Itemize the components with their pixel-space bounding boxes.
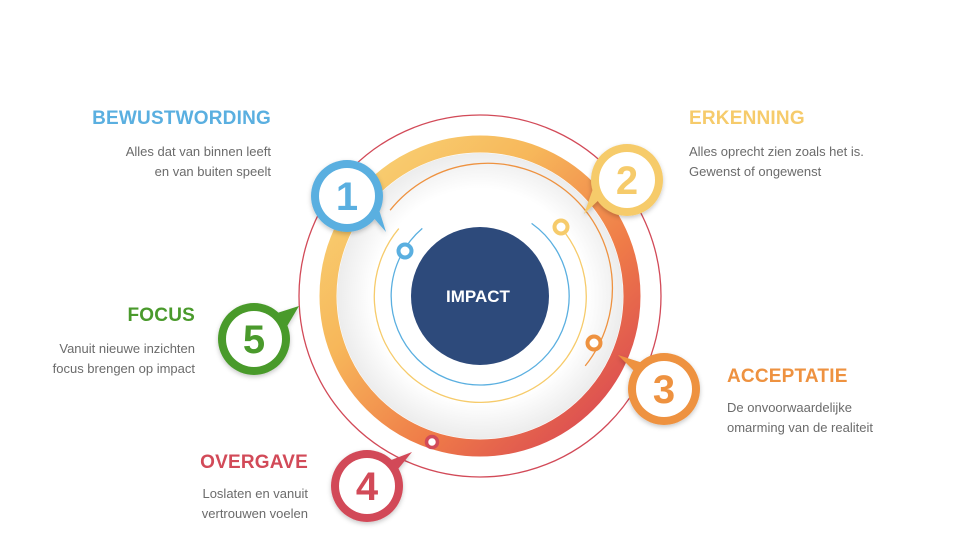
- step-4-description-line-1: Loslaten en vanuit: [202, 486, 308, 501]
- step-3-description-line-1: De onvoorwaardelijke: [727, 400, 853, 415]
- marker-dot-blue: [396, 242, 414, 260]
- step-1-description: Alles dat van binnen leeft en van buiten…: [126, 142, 271, 182]
- step-5-badge-pointer: [274, 306, 299, 328]
- step-2-badge: [584, 144, 663, 216]
- step-2-number: 2: [616, 159, 638, 203]
- step-1-badge: [311, 160, 386, 232]
- step-5-description-line-1: Vanuit nieuwe inzichten: [59, 341, 195, 356]
- center-label: IMPACT: [446, 287, 511, 306]
- step-3-badge: [618, 353, 700, 425]
- inner-arc-blue: [390, 222, 570, 386]
- step-3-description: De onvoorwaardelijke omarming van de rea…: [727, 398, 873, 438]
- step-5-description: Vanuit nieuwe inzichten focus brengen op…: [53, 339, 195, 379]
- step-5-badge: [218, 303, 299, 375]
- center-circle: [411, 227, 549, 365]
- step-2-description-line-1: Alles oprecht zien zoals het is.: [689, 144, 864, 159]
- inner-arc-orange: [389, 162, 614, 367]
- step-4-number: 4: [356, 465, 379, 509]
- step-4-description-line-2: vertrouwen voelen: [201, 506, 308, 521]
- step-5-number: 5: [243, 318, 265, 362]
- step-2-title: ERKENNING: [689, 108, 805, 129]
- step-5-title: FOCUS: [127, 305, 195, 326]
- outer-thin-ring: [298, 114, 662, 478]
- marker-dot-orange: [585, 334, 603, 352]
- step-2-description-line-2: Gewenst of ongewenst: [689, 164, 822, 179]
- step-1-description-line-1: Alles dat van binnen leeft: [125, 144, 271, 159]
- marker-dot-yellow: [552, 218, 570, 236]
- step-3-number: 3: [653, 368, 675, 412]
- step-1-description-line-2: en van buiten speelt: [154, 164, 271, 179]
- inner-arc-yellow: [373, 226, 587, 404]
- step-3-description-line-2: omarming van de realiteit: [727, 420, 873, 435]
- step-5-description-line-2: focus brengen op impact: [52, 361, 195, 376]
- step-1-title: BEWUSTWORDING: [92, 108, 271, 129]
- step-3-title: ACCEPTATIE: [727, 366, 848, 387]
- gradient-ring: [319, 135, 641, 457]
- step-2-description: Alles oprecht zien zoals het is. Gewenst…: [689, 142, 864, 182]
- step-4-badge: [331, 450, 412, 522]
- step-4-description: Loslaten en vanuit vertrouwen voelen: [202, 484, 308, 524]
- step-4-title: OVERGAVE: [200, 452, 308, 473]
- step-1-number: 1: [336, 175, 358, 219]
- marker-dot-red: [424, 434, 440, 450]
